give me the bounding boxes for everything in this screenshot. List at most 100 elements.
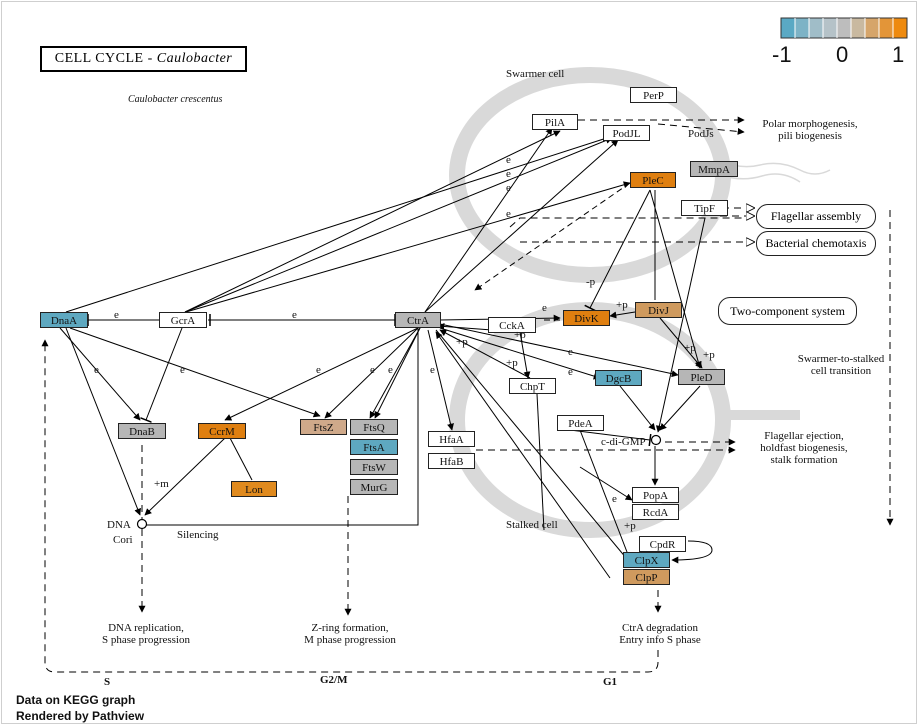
gene-murg[interactable]: MurG bbox=[350, 479, 398, 495]
label-sts-line2: cell transition bbox=[810, 365, 872, 377]
edge-label-e: e bbox=[94, 364, 99, 376]
label-cdi-gmp: c-di-GMP bbox=[601, 436, 646, 448]
gene-divj[interactable]: DivJ bbox=[635, 302, 682, 318]
label-fe-line3: stalk formation bbox=[770, 454, 838, 466]
cdi-gmp-node bbox=[650, 434, 662, 446]
legend-min-label: -1 bbox=[772, 42, 792, 67]
gene-dnaa[interactable]: DnaA bbox=[40, 312, 88, 328]
edge-label-e: e bbox=[506, 154, 511, 166]
gene-pled[interactable]: PleD bbox=[678, 369, 725, 385]
label-silencing: Silencing bbox=[177, 529, 219, 541]
map-two-component-system[interactable]: Two-component system bbox=[718, 297, 857, 325]
edge-label-e: e bbox=[612, 493, 617, 505]
footer-line1: Data on KEGG graph bbox=[16, 693, 136, 707]
legend-mid-label: 0 bbox=[836, 42, 849, 67]
gene-ctra[interactable]: CtrA bbox=[395, 312, 441, 328]
label-fe-line2: holdfast biogenesis, bbox=[760, 442, 848, 454]
gene-ftsw[interactable]: FtsW bbox=[350, 459, 398, 475]
gene-clpx[interactable]: ClpX bbox=[623, 552, 670, 568]
label-zr-line2: M phase progression bbox=[304, 634, 396, 646]
label-podjs: PodJs bbox=[688, 128, 714, 140]
pathway-title: CELL CYCLE - Caulobacter bbox=[40, 46, 247, 72]
gene-mmpa[interactable]: MmpA bbox=[690, 161, 738, 177]
edge-label-e: e bbox=[388, 364, 393, 376]
edge-label-e: e bbox=[370, 364, 375, 376]
gene-plec[interactable]: PleC bbox=[630, 172, 676, 188]
edge-label-plus-p: +p bbox=[514, 329, 526, 341]
label-phase-s: S bbox=[104, 676, 111, 688]
gene-gcra[interactable]: GcrA bbox=[159, 312, 207, 328]
label-ctra-degradation: CtrA degradation Entry info S phase bbox=[600, 622, 720, 646]
map-bacterial-chemotaxis[interactable]: Bacterial chemotaxis bbox=[756, 231, 876, 256]
gene-cpdr[interactable]: CpdR bbox=[639, 536, 686, 552]
label-fe-line1: Flagellar ejection, bbox=[764, 430, 844, 442]
legend-swatch bbox=[893, 18, 908, 38]
legend-max-label: 1 bbox=[892, 42, 905, 67]
label-swarmer-cell: Swarmer cell bbox=[506, 68, 565, 80]
edge-label-e: e bbox=[542, 302, 547, 314]
edge-label-e: e bbox=[568, 346, 573, 358]
gene-rcda[interactable]: RcdA bbox=[632, 504, 679, 520]
edge-label-plus-p: +p bbox=[616, 299, 628, 311]
gene-popa[interactable]: PopA bbox=[632, 487, 679, 503]
edge-label-e: e bbox=[506, 182, 511, 194]
label-sts-line1: Swarmer-to-stalked bbox=[797, 353, 885, 365]
gene-pdea[interactable]: PdeA bbox=[557, 415, 604, 431]
edge-label-e: e bbox=[430, 364, 435, 376]
gene-clpp[interactable]: ClpP bbox=[623, 569, 670, 585]
gene-pila[interactable]: PilA bbox=[532, 114, 578, 130]
gene-chpt[interactable]: ChpT bbox=[509, 378, 556, 394]
footer-line2: Rendered by Pathview bbox=[16, 709, 145, 723]
gene-ccrm[interactable]: CcrM bbox=[198, 423, 246, 439]
label-phase-g2m: G2/M bbox=[320, 674, 348, 686]
edge-label-e: e bbox=[316, 364, 321, 376]
edge-label-plus-p: +p bbox=[456, 336, 468, 348]
gene-hfaa[interactable]: HfaA bbox=[428, 431, 475, 447]
edge-label-plus-p: +p bbox=[684, 342, 696, 354]
label-stalked-cell: Stalked cell bbox=[506, 519, 558, 531]
label-polar-line2: pili biogenesis bbox=[778, 130, 842, 142]
edge-label-plus-p: +p bbox=[703, 349, 715, 361]
gene-lon[interactable]: Lon bbox=[231, 481, 277, 497]
legend-swatch bbox=[781, 18, 796, 38]
gene-hfab[interactable]: HfaB bbox=[428, 453, 475, 469]
gene-dnab[interactable]: DnaB bbox=[118, 423, 166, 439]
gene-tipf[interactable]: TipF bbox=[681, 200, 728, 216]
edge-label-plus-p: +p bbox=[506, 357, 518, 369]
gene-podjl[interactable]: PodJL bbox=[603, 125, 650, 141]
legend-swatch bbox=[823, 18, 838, 38]
gene-ccka[interactable]: CckA bbox=[488, 317, 536, 333]
edge-label-minus-p: -p bbox=[586, 276, 596, 288]
legend-swatch bbox=[837, 18, 852, 38]
label-dna-replication: DNA replication, S phase progression bbox=[86, 622, 206, 646]
gene-divk[interactable]: DivK bbox=[563, 310, 610, 326]
label-polar-morphogenesis: Polar morphogenesis, pili biogenesis bbox=[752, 118, 868, 142]
label-phase-g1: G1 bbox=[603, 676, 618, 688]
label-polar-line1: Polar morphogenesis, bbox=[762, 118, 858, 130]
legend-swatch bbox=[795, 18, 810, 38]
label-dr-line2: S phase progression bbox=[102, 634, 190, 646]
label-dna: DNA bbox=[107, 519, 131, 531]
dna-cori-node bbox=[136, 518, 148, 530]
edge-label-e: e bbox=[506, 208, 511, 220]
gene-dgcb[interactable]: DgcB bbox=[595, 370, 642, 386]
edge-label-e: e bbox=[180, 364, 185, 376]
title-main: CELL CYCLE - bbox=[54, 51, 157, 66]
gene-ftsq[interactable]: FtsQ bbox=[350, 419, 398, 435]
cell-outline-swarmer bbox=[449, 67, 731, 283]
edge-label-plus-p: +p bbox=[624, 520, 636, 532]
legend-swatch bbox=[851, 18, 866, 38]
gene-perp[interactable]: PerP bbox=[630, 87, 677, 103]
legend-swatch bbox=[809, 18, 824, 38]
edge-label-e: e bbox=[568, 366, 573, 378]
label-dr-line1: DNA replication, bbox=[108, 622, 184, 634]
legend-border bbox=[780, 17, 908, 39]
legend-color-bar bbox=[780, 17, 908, 39]
edge-label-e: e bbox=[292, 309, 297, 321]
label-cori: Cori bbox=[113, 534, 133, 546]
map-flagellar-assembly[interactable]: Flagellar assembly bbox=[756, 204, 876, 229]
label-cd-line2: Entry info S phase bbox=[619, 634, 701, 646]
legend-swatch bbox=[865, 18, 880, 38]
gene-ftsa[interactable]: FtsA bbox=[350, 439, 398, 455]
gene-ftsz[interactable]: FtsZ bbox=[300, 419, 347, 435]
